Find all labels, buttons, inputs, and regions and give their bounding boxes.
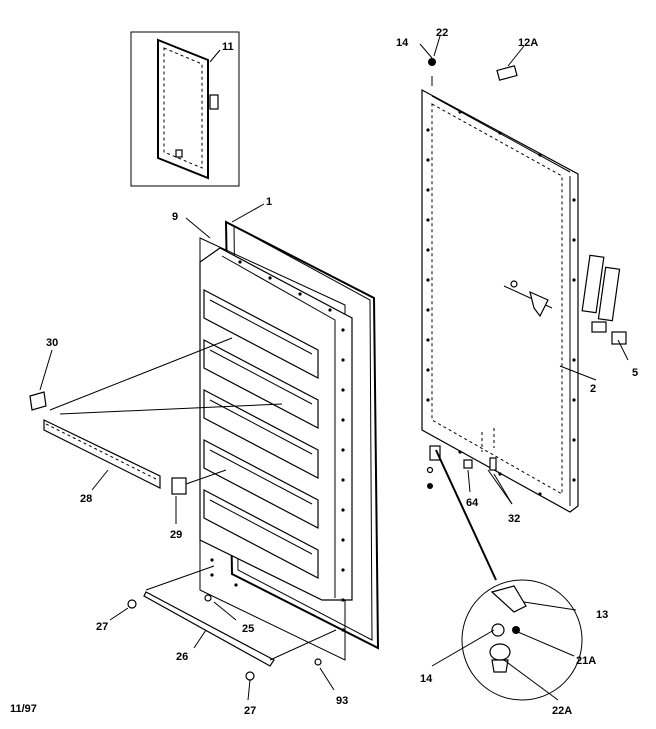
label-25: 25	[242, 623, 254, 635]
detail-circle	[461, 579, 583, 701]
screw-25	[204, 594, 212, 602]
label-22: 22	[436, 27, 448, 39]
detail-bushing	[489, 643, 511, 661]
label-21a: 21A	[576, 655, 596, 667]
label-14-detail: 14	[420, 673, 433, 685]
label-2: 2	[590, 383, 596, 395]
label-29: 29	[170, 529, 182, 541]
label-32: 32	[508, 513, 520, 525]
top-hinge-bushing	[428, 58, 436, 66]
label-26: 26	[176, 651, 188, 663]
outer-door-body	[421, 88, 579, 513]
outer-door-holes	[426, 110, 576, 496]
inset-gasket-inner	[163, 47, 203, 169]
inset-gasket-outer	[157, 38, 209, 180]
screw-27a	[127, 599, 137, 609]
detail-hinge-plate	[490, 585, 527, 613]
label-64: 64	[466, 497, 479, 509]
rack-end-cap	[29, 391, 47, 411]
inset-frame	[130, 31, 240, 187]
inset-gasket-clip	[175, 149, 183, 158]
rack-clip-29	[171, 477, 187, 495]
label-93: 93	[336, 695, 348, 707]
label-13: 13	[596, 609, 608, 621]
handle-bracket	[581, 254, 605, 314]
inset-gasket-tab	[209, 94, 219, 110]
outer-door-inner-outline	[431, 103, 563, 495]
gasket-inset	[130, 31, 240, 187]
label-22a: 22A	[552, 705, 572, 717]
handle-spring	[591, 321, 607, 333]
label-9: 9	[172, 211, 178, 223]
detail-washer	[491, 623, 505, 637]
handle-latch	[529, 290, 549, 318]
label-11: 11	[222, 41, 234, 53]
hinge-pin-5	[611, 331, 627, 345]
label-30: 30	[46, 337, 58, 349]
outer-door-panel	[421, 58, 627, 581]
screw-27b	[245, 671, 255, 681]
liner-holes	[210, 260, 345, 632]
part-64-pin	[463, 459, 473, 469]
label-1: 1	[266, 196, 272, 208]
label-14-top: 14	[396, 37, 409, 49]
inner-door-liner	[199, 220, 380, 661]
label-28: 28	[80, 493, 92, 505]
part-labels: 11 1 9 14 22 12A 2 5 64 32 30 28 29 27 2…	[10, 27, 638, 717]
label-12a: 12A	[518, 37, 538, 49]
label-5: 5	[632, 367, 638, 379]
leader-lines	[39, 35, 629, 701]
hinge-leader	[435, 449, 497, 581]
hinge-cover-12a	[496, 65, 518, 81]
label-27-bottom: 27	[244, 705, 256, 717]
label-27-left: 27	[96, 621, 108, 633]
screw-93	[314, 658, 322, 666]
door-rack-rail	[43, 419, 161, 489]
lower-hinge	[429, 445, 441, 461]
hinge-detail	[461, 579, 583, 701]
bottom-trim-strip	[143, 591, 275, 667]
liner-edge	[221, 255, 336, 598]
door-rack	[29, 337, 283, 495]
handle-grip	[597, 266, 621, 322]
date-code: 11/97	[10, 703, 37, 715]
